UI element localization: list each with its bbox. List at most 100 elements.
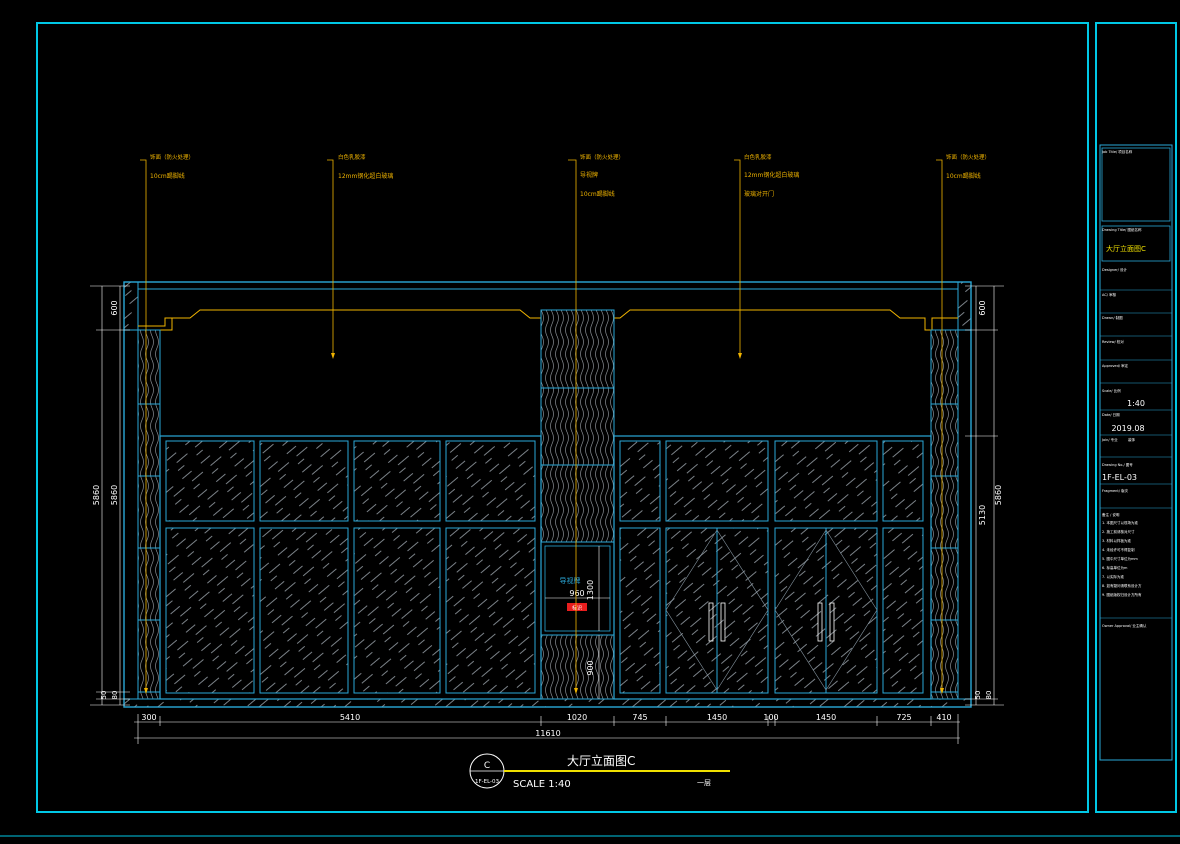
right-dimensions	[965, 285, 1004, 706]
note-4-line-2: 12mm钢化超白玻璃	[744, 171, 799, 179]
tb-note-line: 6. 标高单位为m	[1102, 565, 1128, 570]
tb-join-value: 装饰	[1128, 437, 1136, 442]
guide-sign-tag-text: 标识	[572, 605, 582, 612]
tb-label-ac: AC/ 审核	[1102, 292, 1117, 297]
tb-label-fragment: Fragment/ 版次	[1102, 488, 1129, 493]
note-2-line-1: 白色乳胶漆	[338, 153, 366, 161]
note-4-line-3: 玻璃对开门	[744, 190, 774, 198]
annotation-leaders	[140, 159, 943, 690]
right-dim-inner: 5130	[978, 505, 987, 525]
tb-note-line: 4. 未经许可不得复制	[1102, 547, 1135, 552]
job-title-box	[1101, 147, 1171, 222]
tb-note-line: 8. 如有疑问请联系设计方	[1102, 583, 1142, 588]
center-column-joints	[541, 387, 614, 466]
note-3-line-2: 导视牌	[580, 171, 598, 179]
tb-drawing-no-value: 1F-EL-03	[1102, 473, 1137, 482]
tb-drawing-title-value: 大厅立面图C	[1106, 244, 1146, 253]
bottom-dimension-lines	[134, 714, 960, 744]
left-corner-cap	[123, 281, 139, 331]
guide-sign-label: 导视牌	[560, 576, 581, 585]
right-glass-partition	[613, 435, 932, 700]
right-dim-base-1: 50	[974, 691, 982, 700]
tb-notes-list: 1. 本图尺寸以现场为准 2. 施工前请核对尺寸 3. 材料以样板为准 4. 未经许可…	[1102, 520, 1142, 597]
tb-label-drawn: Drawn/ 制图	[1102, 315, 1123, 320]
material-notes: 饰面（防火处理） 10cm踢脚线 白色乳胶漆 12mm钢化超白玻璃 饰面（防火处…	[150, 153, 990, 198]
drawing-title-block: C 1F-EL-03 大厅立面图C SCALE 1:40 一层	[469, 753, 730, 790]
cornice-line	[138, 309, 958, 331]
left-dim-top: 600	[110, 300, 119, 315]
bottom-dim-725: 725	[896, 713, 911, 722]
note-2-line-2: 12mm钢化超白玻璃	[338, 172, 393, 180]
left-glass-partition	[159, 435, 542, 700]
door-handle-3	[817, 602, 823, 642]
bottom-dim-745: 745	[632, 713, 647, 722]
tb-label-drawing-title: Drawing Title/ 图纸名称	[1102, 227, 1142, 232]
drawing-title-box	[1101, 225, 1171, 262]
section-marker-letter: C	[484, 761, 490, 771]
note-5-line-1: 饰面（防火处理）	[946, 153, 990, 161]
sign-width-dim: 960	[569, 589, 584, 598]
drawing-title-scale: SCALE 1:40	[513, 779, 571, 790]
bottom-dim-100: 100	[763, 713, 778, 722]
left-dim-outer-total: 5860	[92, 485, 101, 505]
note-3-line-1: 饰面（防火处理）	[580, 153, 624, 161]
tb-notes-header: 备注 / 说明	[1102, 512, 1120, 517]
tb-label-join: Join/ 专业	[1101, 437, 1118, 442]
tb-label-owner-approval: Owner Approval/ 业主确认	[1102, 623, 1147, 628]
bottom-dim-300: 300	[141, 713, 156, 722]
bottom-dim-1020: 1020	[567, 713, 587, 722]
sign-base-dim: 900	[586, 660, 595, 675]
left-dim-inner: 5860	[110, 485, 119, 505]
bottom-dim-5410: 5410	[340, 713, 360, 722]
annotation-arrow-heads	[144, 353, 944, 694]
tb-date-value: 2019.08	[1111, 424, 1144, 433]
note-1-line-1: 饰面（防火处理）	[150, 153, 194, 161]
tb-label-review: Review/ 校对	[1102, 339, 1124, 344]
tb-note-line: 1. 本图尺寸以现场为准	[1102, 520, 1138, 525]
bottom-dim-1450-a: 1450	[707, 713, 727, 722]
note-1-line-2: 10cm踢脚线	[150, 172, 185, 180]
floor-hatch	[123, 698, 972, 708]
tb-label-job-title: Job Title/ 项目名称	[1101, 149, 1133, 154]
bottom-dim-410: 410	[936, 713, 951, 722]
note-3-line-3: 10cm踢脚线	[580, 190, 615, 198]
tb-note-line: 2. 施工前请核对尺寸	[1102, 529, 1135, 534]
drawing-title-name: 大厅立面图C	[567, 753, 635, 768]
tb-note-line: 7. 以实际为准	[1102, 574, 1124, 579]
door-handle-1	[708, 602, 714, 642]
right-dim-top: 600	[978, 300, 987, 315]
left-dim-base-2: 80	[111, 691, 119, 700]
drawing-title-floor: 一层	[697, 779, 711, 787]
left-pilaster-joints	[138, 403, 160, 693]
right-dim-base-2: 80	[985, 691, 993, 700]
left-pilaster	[137, 329, 161, 700]
sign-height-dim: 1300	[586, 580, 595, 600]
note-5-line-2: 10cm踢脚线	[946, 172, 981, 180]
left-dimensions	[90, 285, 130, 706]
tb-label-designer: Designer/ 设计	[1102, 267, 1127, 272]
tb-label-date: Date/ 日期	[1102, 412, 1120, 417]
bottom-dim-total: 11610	[535, 729, 560, 738]
tb-note-line: 5. 图中尺寸单位为mm	[1102, 556, 1138, 561]
sheet-frame	[36, 22, 1089, 813]
right-dim-outer-total: 5860	[994, 485, 1003, 505]
title-block-frame	[1095, 22, 1177, 813]
center-column	[540, 309, 615, 700]
tb-scale-value: 1:40	[1127, 399, 1145, 408]
right-corner-cap	[957, 281, 972, 331]
title-block: Job Title/ 项目名称 Drawing Title/ 图纸名称 大厅立面…	[1099, 144, 1173, 761]
note-4-line-1: 白色乳胶漆	[744, 153, 772, 161]
title-block-inner	[1099, 144, 1173, 761]
tb-note-line: 9. 图纸版权归设计方所有	[1102, 592, 1142, 597]
door-handle-4	[829, 602, 835, 642]
tb-label-scale: Scale/ 比例	[1102, 388, 1121, 393]
right-pilaster	[930, 329, 959, 700]
tb-note-line: 3. 材料以样板为准	[1102, 538, 1131, 543]
tb-label-drawing-no: Drawing No./ 图号	[1102, 462, 1133, 467]
section-marker-sheet: 1F-EL-03	[475, 779, 500, 785]
bottom-dim-1450-b: 1450	[816, 713, 836, 722]
guide-sign-tag	[567, 603, 587, 611]
elevation: 导视牌 标识 960 1300 900	[123, 159, 972, 708]
